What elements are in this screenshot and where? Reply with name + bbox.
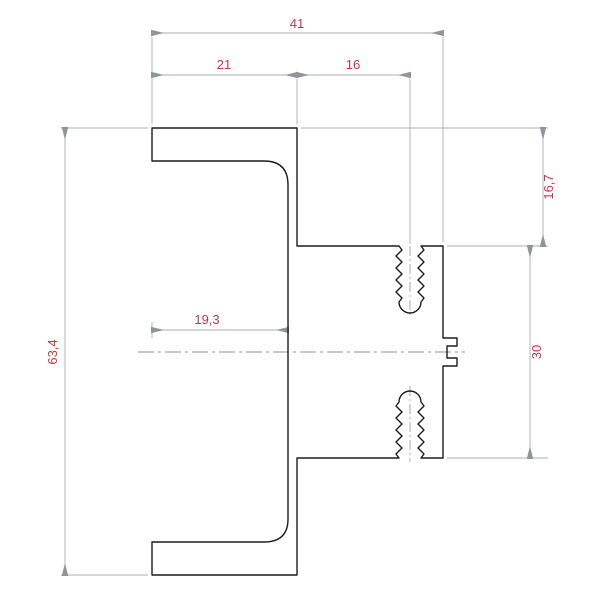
label-right-width: 16 <box>346 57 360 72</box>
label-slot-height: 30 <box>529 345 544 359</box>
label-left-width: 21 <box>217 57 231 72</box>
dimension-lines <box>61 29 547 576</box>
label-upper-right-height: 16,7 <box>541 174 556 199</box>
extension-lines <box>61 37 548 576</box>
dimension-labels: 41 21 16 63,4 16,7 30 19,3 <box>45 16 556 365</box>
center-lines <box>138 246 465 462</box>
label-inner-width: 19,3 <box>194 312 219 327</box>
profile-outline <box>151 127 458 576</box>
label-overall-width: 41 <box>290 16 304 31</box>
label-overall-height: 63,4 <box>45 339 60 364</box>
